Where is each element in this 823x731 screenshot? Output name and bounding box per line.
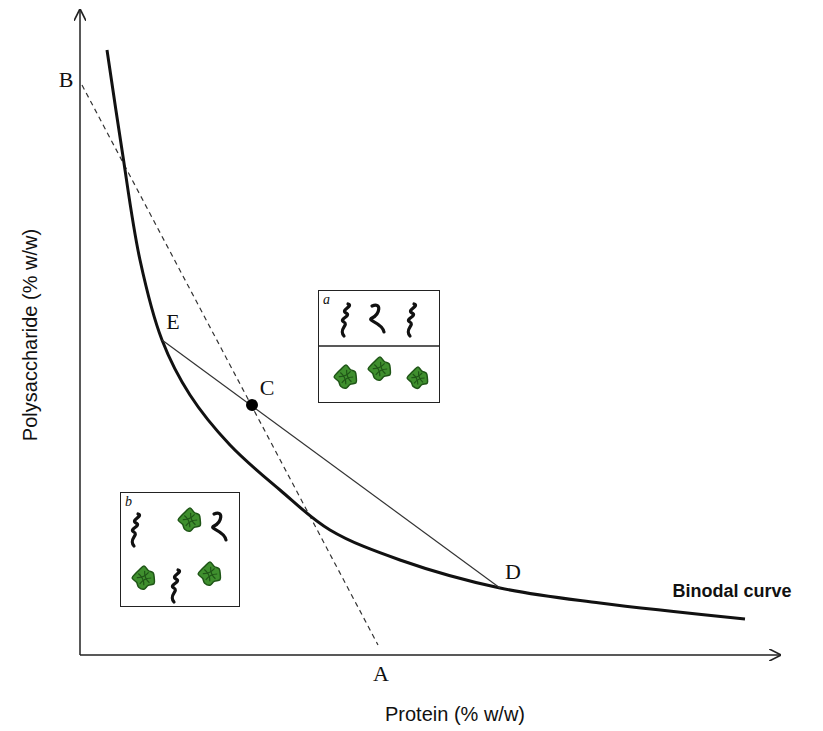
polysaccharide-coil (172, 570, 179, 602)
axis-title: Protein (% w/w) (385, 703, 525, 725)
y-axis (79, 10, 81, 655)
protein-globule (198, 562, 220, 585)
point-label: D (505, 560, 521, 584)
curve-label: Binodal curve (672, 582, 791, 602)
protein-globule (368, 357, 390, 380)
polysaccharide-coil (408, 304, 415, 336)
inset-box: b (120, 492, 240, 607)
protein-globule (334, 365, 356, 388)
composition-point (246, 399, 258, 411)
protein-globule (407, 367, 428, 388)
point-label: A (373, 662, 389, 686)
polysaccharide-coil (342, 304, 349, 336)
polysaccharide-coil (132, 514, 139, 546)
x-axis (80, 654, 780, 656)
point-label: B (59, 68, 74, 92)
tie-line (162, 340, 500, 588)
point-label: C (260, 376, 275, 400)
point-label: E (166, 310, 179, 334)
dilution-line (82, 85, 378, 645)
polysaccharide-coil (213, 513, 226, 540)
binodal-curve (107, 50, 745, 619)
inset-letter: a (319, 291, 439, 308)
inset-letter: b (121, 493, 239, 510)
protein-globule (132, 566, 154, 589)
protein-globule (178, 508, 200, 531)
phase-divider (318, 345, 440, 347)
inset-box: a (318, 290, 440, 403)
polysaccharide-coil (371, 305, 384, 332)
axis-title: Polysaccharide (% w/w) (19, 229, 41, 441)
